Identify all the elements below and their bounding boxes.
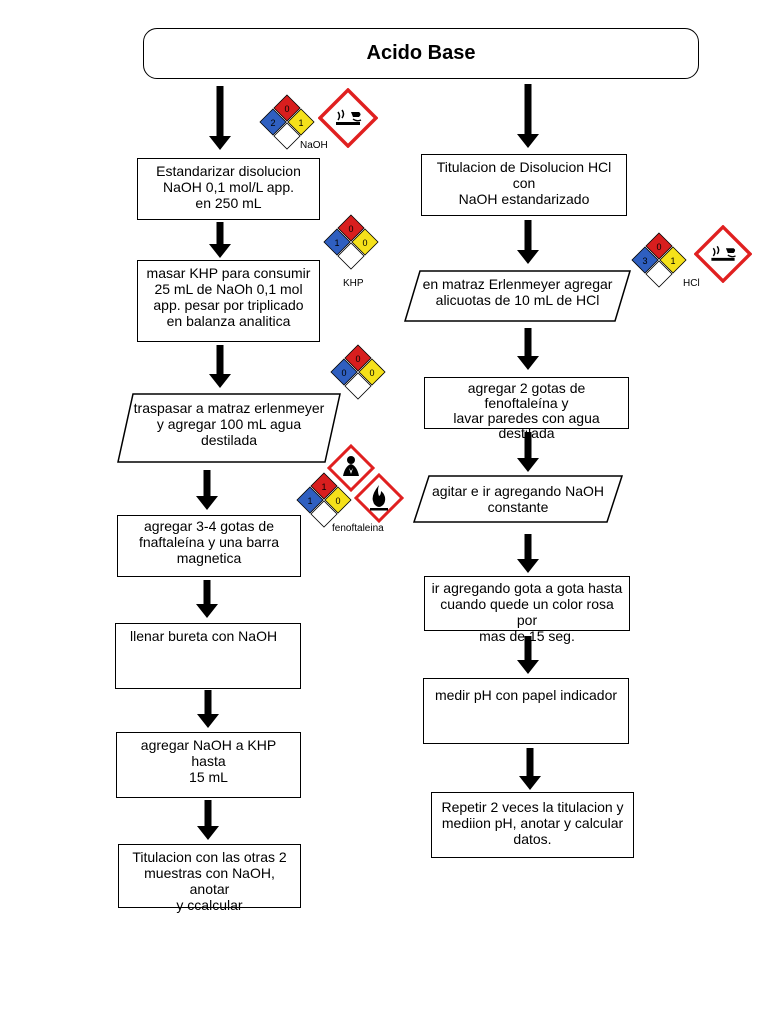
down-arrow-2 <box>209 222 231 258</box>
nfpa-reactivity <box>324 486 352 514</box>
nfpa-reactivity-value: 0 <box>335 496 340 506</box>
nfpa-reactivity-value: 0 <box>362 238 367 248</box>
corrosive-icon <box>694 225 752 283</box>
step-left-2: masar KHP para consumir 25 mL de NaOh 0,… <box>137 260 320 342</box>
step-right-7: Repetir 2 veces la titulacion y mediion … <box>431 792 634 858</box>
step-right-4: agitar e ir agregando NaOH constante <box>413 475 623 523</box>
nfpa-reactivity-value: 0 <box>369 368 374 378</box>
diagram-title: Acido Base <box>143 28 699 79</box>
nfpa-health <box>631 246 659 274</box>
step-right-3: agregar 2 gotas de fenoftaleína y lavar … <box>424 377 629 441</box>
nfpa-health <box>296 486 324 514</box>
nfpa-reactivity <box>287 108 315 136</box>
nfpa-diamond-naoh: 0 2 1 <box>259 94 315 150</box>
parallelogram-shape <box>117 393 341 463</box>
naoh-label: NaOH <box>300 140 328 151</box>
step-left-7: Titulacion con las otras 2 muestras con … <box>118 844 301 913</box>
step-left-4: agregar 3-4 gotas de fnaftaleína y una b… <box>117 515 301 577</box>
nfpa-health-value: 3 <box>642 256 647 266</box>
nfpa-fire-value: 0 <box>355 354 360 364</box>
nfpa-fire <box>337 214 365 242</box>
step-left-1: Estandarizar disolucion NaOH 0,1 mol/L a… <box>137 158 320 220</box>
nfpa-special <box>344 372 372 400</box>
nfpa-diamond-khp: 0 1 0 <box>323 214 379 270</box>
khp-label: KHP <box>343 278 364 289</box>
nfpa-fire <box>344 344 372 372</box>
corrosive-icon <box>318 88 378 148</box>
down-arrow-12 <box>517 534 539 573</box>
down-arrow-7 <box>197 800 219 840</box>
nfpa-fire-value: 0 <box>656 242 661 252</box>
step-left-3: traspasar a matraz erlenmeyer y agregar … <box>117 393 341 463</box>
down-arrow-9 <box>517 220 539 264</box>
nfpa-health <box>259 108 287 136</box>
nfpa-fire <box>645 232 673 260</box>
nfpa-reactivity <box>351 228 379 256</box>
nfpa-diamond-hcl: 0 3 1 <box>631 232 687 288</box>
down-arrow-5 <box>196 580 218 618</box>
step-right-4-text: agitar e ir agregando NaOH constante <box>432 483 604 515</box>
flame-icon <box>354 473 404 523</box>
nfpa-special <box>337 242 365 270</box>
step-right-2: en matraz Erlenmeyer agregar alicuotas d… <box>404 270 631 322</box>
down-arrow-10 <box>517 328 539 370</box>
down-arrow-11 <box>517 432 539 472</box>
step-right-2-text: en matraz Erlenmeyer agregar alicuotas d… <box>422 276 613 308</box>
nfpa-fire-value: 1 <box>321 482 326 492</box>
nfpa-health-value: 0 <box>341 368 346 378</box>
nfpa-special <box>310 500 338 528</box>
down-arrow-6 <box>197 690 219 728</box>
step-left-5: llenar bureta con NaOH <box>115 623 301 689</box>
nfpa-reactivity-value: 1 <box>670 256 675 266</box>
down-arrow-4 <box>196 470 218 510</box>
nfpa-health <box>330 358 358 386</box>
parallelogram-shape <box>413 475 623 523</box>
nfpa-fire <box>273 94 301 122</box>
nfpa-health-value: 1 <box>334 238 339 248</box>
fenoftaleina-label: fenoftaleina <box>332 523 384 534</box>
hcl-label: HCl <box>683 278 700 289</box>
step-left-3-text: traspasar a matraz erlenmeyer y agregar … <box>133 400 325 448</box>
nfpa-fire <box>310 472 338 500</box>
down-arrow-3 <box>209 345 231 388</box>
nfpa-reactivity <box>659 246 687 274</box>
step-right-6: medir pH con papel indicador <box>423 678 629 744</box>
down-arrow-1 <box>209 86 231 150</box>
nfpa-diamond-fenoftaleina: 1 1 0 <box>296 472 352 528</box>
health-hazard-icon <box>327 444 375 492</box>
nfpa-fire-value: 0 <box>348 224 353 234</box>
down-arrow-8 <box>517 84 539 148</box>
nfpa-health-value: 1 <box>307 496 312 506</box>
step-left-6: agregar NaOH a KHP hasta 15 mL <box>116 732 301 798</box>
step-right-1: Titulacion de Disolucion HCl con NaOH es… <box>421 154 627 216</box>
nfpa-health-value: 2 <box>270 118 275 128</box>
nfpa-reactivity <box>358 358 386 386</box>
nfpa-special <box>645 260 673 288</box>
down-arrow-14 <box>519 748 541 790</box>
step-right-5: ir agregando gota a gota hasta cuando qu… <box>424 576 630 644</box>
nfpa-fire-value: 0 <box>284 104 289 114</box>
nfpa-diamond-water: 0 0 0 <box>330 344 386 400</box>
down-arrow-13 <box>517 636 539 674</box>
nfpa-health <box>323 228 351 256</box>
nfpa-special <box>273 122 301 150</box>
parallelogram-shape <box>404 270 631 322</box>
nfpa-reactivity-value: 1 <box>298 118 303 128</box>
